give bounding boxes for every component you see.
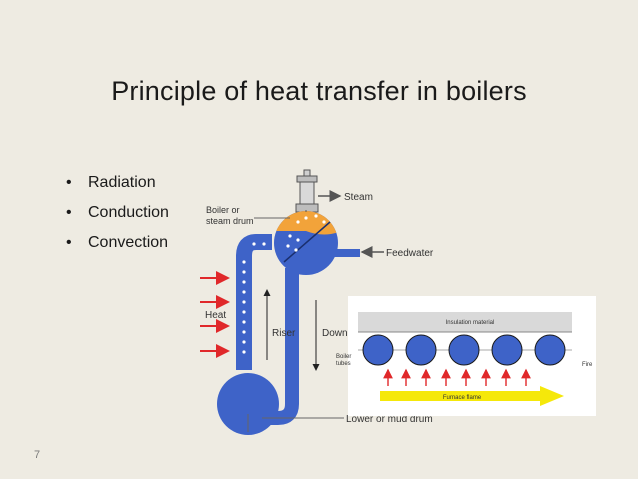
boiler-tubes-label-2: tubes (336, 361, 351, 367)
flame-label: Furnace flame (443, 395, 482, 401)
drum-label-line2: steam drum (206, 216, 254, 226)
fire-label: Fire (582, 362, 593, 368)
feedwater-pipe (320, 246, 384, 258)
bullet-text: Radiation (88, 174, 156, 191)
mud-drum-label: Lower or mud drum (346, 414, 433, 425)
insulation-label: Insulation material (446, 320, 495, 326)
heat-arrows (200, 271, 230, 358)
boiler-tubes-label-1: Boiler (336, 354, 351, 360)
steam-label: Steam (344, 192, 373, 203)
steam-valve-icon (295, 169, 342, 213)
mud-drum (217, 373, 279, 435)
bullet-dot: • (66, 174, 72, 191)
bullet-list: • Radiation • Conduction • Convection (66, 170, 169, 260)
slide-title: Principle of heat transfer in boilers (111, 76, 527, 106)
boiler-tube (362, 334, 566, 366)
bullet-dot: • (66, 234, 72, 251)
bullet-item: • Radiation (66, 170, 169, 200)
bullet-text: Convection (88, 234, 169, 251)
steam-drum (274, 210, 338, 275)
drum-label-line1: Boiler or (206, 205, 240, 215)
bullet-dot: • (66, 204, 72, 221)
heat-label: Heat (205, 310, 226, 321)
bullet-item: • Convection (66, 230, 169, 260)
flame-arrow: Furnace flame (380, 386, 564, 406)
riser-label: Riser (272, 328, 296, 339)
inset-heat-arrows (383, 368, 531, 386)
bullet-item: • Conduction (66, 200, 169, 230)
bullet-text: Conduction (88, 204, 169, 221)
feedwater-label: Feedwater (386, 248, 434, 259)
page-number: 7 (34, 449, 41, 461)
downcomer-label: Downco (322, 328, 359, 339)
riser-pipe (236, 234, 272, 370)
tube-bank-inset: Insulation material Boiler tubes Fire (336, 296, 596, 416)
